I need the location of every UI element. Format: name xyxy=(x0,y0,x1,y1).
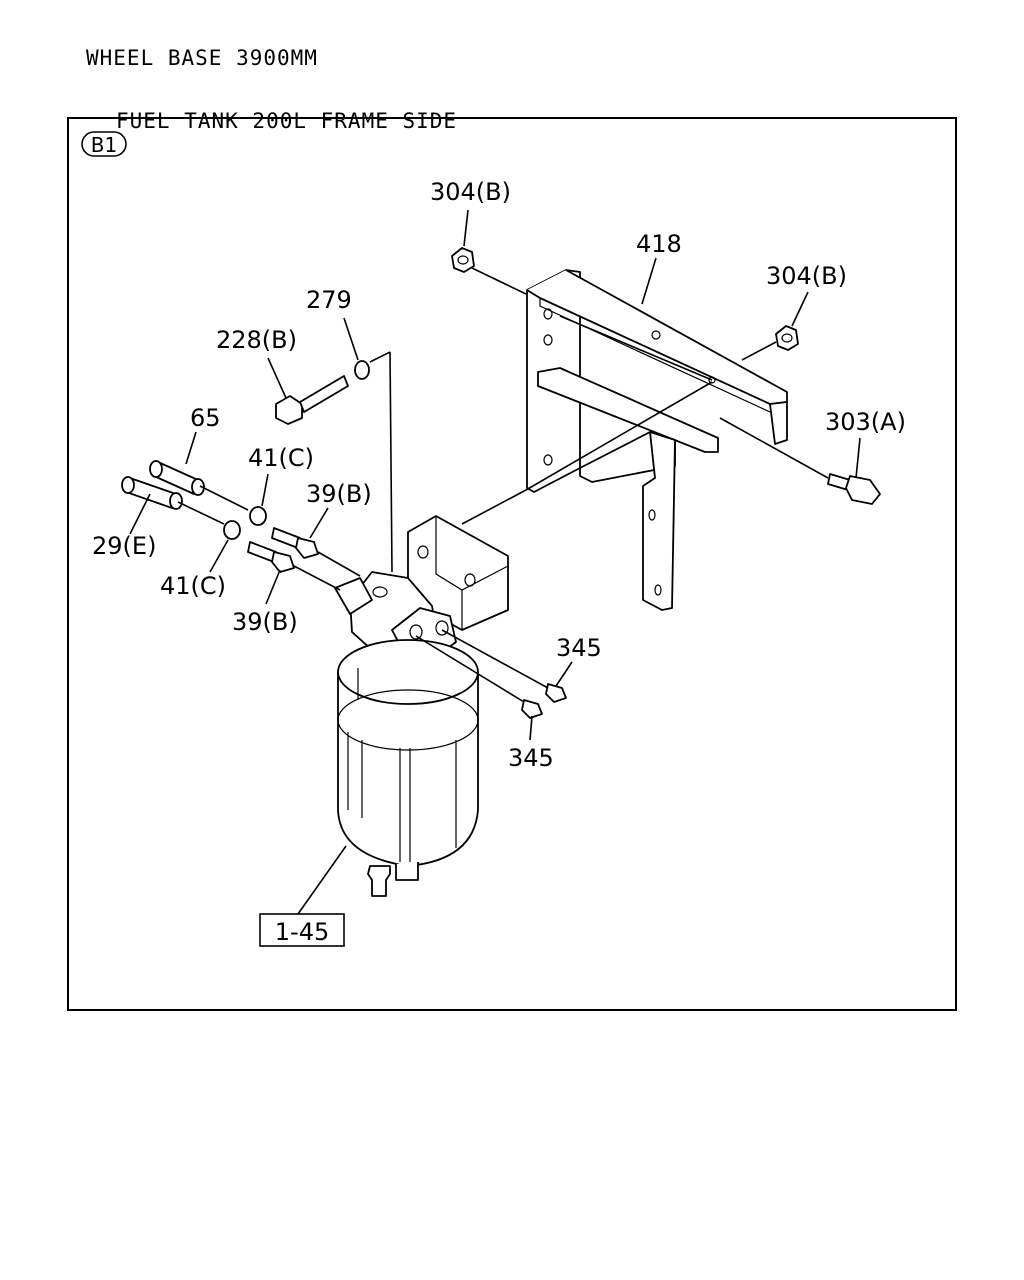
callout-304b-top: 304(B) xyxy=(430,178,511,206)
callout-228b: 228(B) xyxy=(216,326,297,354)
clamp-41c-bottom xyxy=(223,520,241,540)
nut-304b-top xyxy=(451,247,475,273)
callout-39b-bottom: 39(B) xyxy=(232,608,298,636)
callout-41c-bottom: 41(C) xyxy=(160,572,226,600)
plug-345-bottom xyxy=(521,699,543,719)
hose-65 xyxy=(149,460,205,496)
assembly-lines xyxy=(177,267,829,703)
callout-418: 418 xyxy=(636,230,682,258)
section-tag-outline xyxy=(81,131,127,157)
nut-304b-right xyxy=(775,325,799,351)
callout-303a: 303(A) xyxy=(825,408,906,436)
section-tag: B1 xyxy=(91,133,117,157)
callout-345-bottom: 345 xyxy=(508,744,554,772)
callout-345-top: 345 xyxy=(556,634,602,662)
fitting-39b-top xyxy=(271,527,319,559)
header-line-1: WHEEL BASE 3900MM xyxy=(86,46,318,70)
callout-39b-top: 39(B) xyxy=(306,480,372,508)
callout-304b-right: 304(B) xyxy=(766,262,847,290)
diagram-header: WHEEL BASE 3900MM FUEL TANK 200L FRAME S… xyxy=(86,6,457,153)
fitting-39b-bottom xyxy=(247,541,295,573)
callout-1-45: 1-45 xyxy=(275,918,329,946)
callout-29e: 29(E) xyxy=(92,532,156,560)
bracket-418 xyxy=(526,269,788,611)
leader-lines xyxy=(129,209,861,915)
bolt-303a xyxy=(827,473,881,505)
callout-279: 279 xyxy=(306,286,352,314)
header-line-2: FUEL TANK 200L FRAME SIDE xyxy=(116,109,458,133)
washer-279 xyxy=(354,360,370,380)
diagram-frame xyxy=(67,117,957,1011)
callout-1-45-box xyxy=(259,913,345,947)
callout-65: 65 xyxy=(190,404,221,432)
callout-41c-top: 41(C) xyxy=(248,444,314,472)
hose-29e xyxy=(121,476,183,510)
clamp-41c-top xyxy=(249,506,267,526)
bolt-228b xyxy=(275,375,349,425)
plug-345-top xyxy=(545,683,567,703)
fuel-filter-1-45 xyxy=(337,639,479,897)
